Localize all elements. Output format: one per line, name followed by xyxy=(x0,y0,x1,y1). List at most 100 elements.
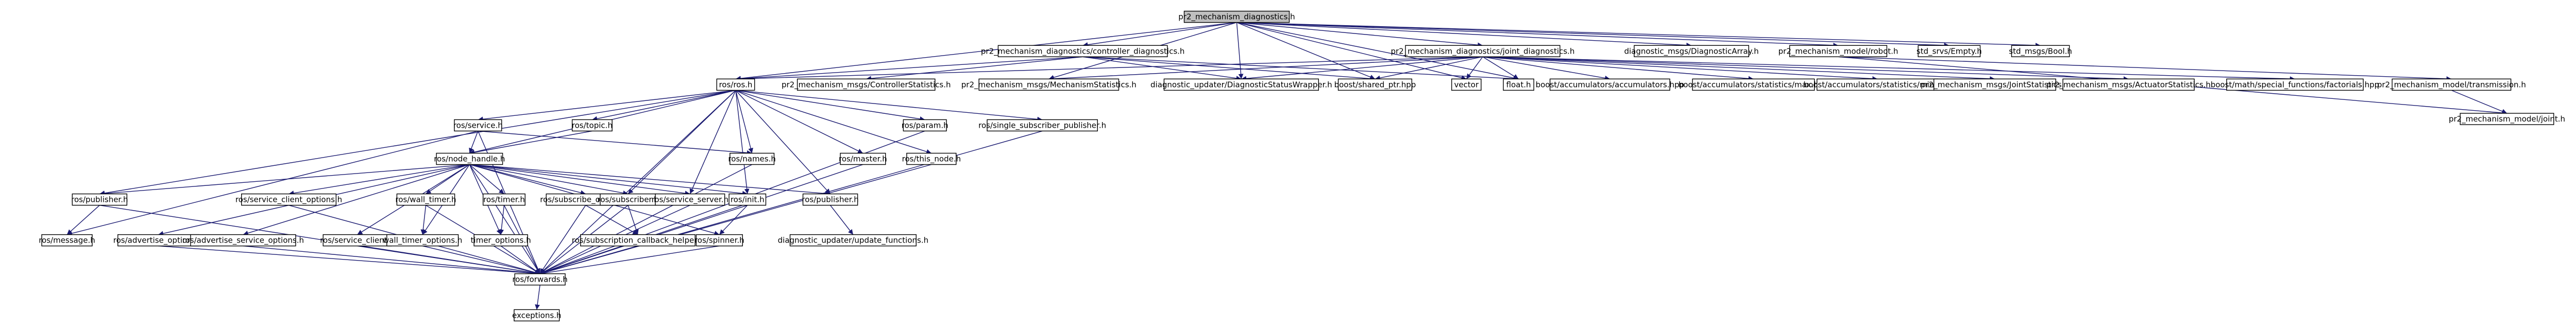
include-edge-root-to-vector xyxy=(1236,22,1467,80)
include-edge-node_handle-to-publisher_l xyxy=(99,164,470,196)
graph-node-wall-timer[interactable]: ros/wall_timer.h xyxy=(395,193,456,206)
graph-node-init-h[interactable]: ros/init.h xyxy=(728,193,767,206)
node-box xyxy=(802,193,858,206)
node-label: exceptions.h xyxy=(512,311,561,320)
node-label: ros/topic.h xyxy=(572,121,613,130)
include-edge-forwards_h-to-exceptions_h xyxy=(535,285,540,310)
graph-node-this-node[interactable]: ros/this_node.h xyxy=(902,152,961,165)
graph-node-names-h[interactable]: ros/names.h xyxy=(728,152,776,165)
graph-node-acc-min[interactable]: boost/accumulators/statistics/min.hpp xyxy=(1804,78,1952,91)
graph-node-service-client-opts[interactable]: ros/service_client_options.h xyxy=(235,193,342,206)
node-label: ros/spinner.h xyxy=(694,236,744,245)
include-edge-joint_diag-to-joint_stats xyxy=(1482,56,1995,81)
graph-node-acc-max[interactable]: boost/accumulators/statistics/max.hpp xyxy=(1679,78,1828,91)
graph-node-sub-callback-helper[interactable]: ros/subscription_callback_helper.h xyxy=(572,234,704,247)
graph-node-service-h[interactable]: ros/service.h xyxy=(453,119,503,132)
include-edge-joint_diag-to-acc_min xyxy=(1482,56,1878,81)
node-label: pr2_mechanism_msgs/ControllerStatistics.… xyxy=(782,80,951,90)
graph-node-ctrl-stats[interactable]: pr2_mechanism_msgs/ControllerStatistics.… xyxy=(782,78,951,91)
include-edge-ros_h-to-topic_h xyxy=(592,90,736,122)
include-edge-ros_h-to-publisher_l xyxy=(99,90,736,196)
graph-node-advertise-service-opts[interactable]: ros/advertise_service_options.h xyxy=(182,234,304,247)
node-box xyxy=(2226,78,2364,91)
graph-node-bool-h[interactable]: std_msgs/Bool.h xyxy=(2009,45,2072,57)
graph-node-param-h[interactable]: ros/param.h xyxy=(902,119,948,132)
graph-node-joint-h[interactable]: pr2_mechanism_model/joint.h xyxy=(2449,113,2565,125)
node-box xyxy=(190,234,296,247)
graph-node-service-server[interactable]: ros/service_server.h xyxy=(652,193,729,206)
include-edge-timer_h-to-timer_opts xyxy=(499,205,505,235)
node-box xyxy=(1789,45,1888,57)
node-box xyxy=(978,78,1120,91)
node-label: ros/this_node.h xyxy=(902,154,961,164)
include-edge-joint_diag-to-shared_ptr xyxy=(1375,56,1483,81)
graph-node-service-client[interactable]: ros/service_client.h xyxy=(320,234,395,247)
graph-node-node-handle[interactable]: ros/node_handle.h xyxy=(434,152,505,165)
include-edge-ros_h-to-this_node xyxy=(735,90,932,154)
include-edge-root-to-bool_h xyxy=(1236,22,2041,48)
include-edge-joint_diag-to-acc_max xyxy=(1482,56,1754,81)
graph-node-acc-accumulators[interactable]: boost/accumulators/accumulators.hpp xyxy=(1536,78,1684,91)
graph-node-single-sub-pub[interactable]: ros/single_subscriber_publisher.h xyxy=(978,119,1106,132)
graph-node-shared-ptr[interactable]: boost/shared_ptr.hpp xyxy=(1334,78,1416,91)
node-box xyxy=(571,119,613,132)
graph-node-master-h[interactable]: ros/master.h xyxy=(839,152,887,165)
include-edge-robot_h-to-transmission_h xyxy=(1838,56,2452,81)
include-edge-spinner_h-to-forwards_h xyxy=(539,245,720,276)
include-edge-subscribe_opts-to-forwards_h xyxy=(539,205,586,274)
include-edge-ros_h-to-single_sub_pub xyxy=(735,90,1043,122)
include-edge-ctrl_diag-to-ctrl_stats xyxy=(866,56,1083,81)
graph-node-joint-diag[interactable]: pr2_mechanism_diagnostics/joint_diagnost… xyxy=(1391,45,1574,57)
include-edge-ros_h-to-service_server xyxy=(689,90,736,194)
node-box xyxy=(655,193,725,206)
graph-node-publisher-r[interactable]: ros/publisher.h xyxy=(802,193,859,206)
graph-node-diag-array[interactable]: diagnostic_msgs/DiagnosticArray.h xyxy=(1624,45,1759,57)
include-edge-node_handle-to-subscriber_h xyxy=(469,164,629,196)
graph-node-exceptions-h[interactable]: exceptions.h xyxy=(512,309,561,321)
graph-node-actuator-stats[interactable]: pr2_mechanism_msgs/ActuatorStatistics.h xyxy=(2046,78,2211,91)
graph-node-wall-timer-opts[interactable]: wall_timer_options.h xyxy=(383,234,462,247)
graph-node-spinner-h[interactable]: ros/spinner.h xyxy=(694,234,744,247)
node-box xyxy=(696,234,743,247)
graph-node-publisher-l[interactable]: ros/publisher.h xyxy=(71,193,128,206)
node-box xyxy=(987,119,1098,132)
graph-node-empty-h[interactable]: std_srvs/Empty.h xyxy=(1917,45,1982,57)
node-label: ros/names.h xyxy=(728,154,776,164)
graph-node-joint-stats[interactable]: pr2_mechanism_msgs/JointStatistics.h xyxy=(1921,78,2069,91)
node-box xyxy=(796,78,936,91)
graph-node-mech-stats[interactable]: pr2_mechanism_msgs/MechanismStatistics.h xyxy=(961,78,1137,91)
node-label: boost/accumulators/statistics/min.hpp xyxy=(1804,80,1952,89)
graph-node-factorials[interactable]: boost/math/special_functions/factorials.… xyxy=(2211,78,2379,91)
graph-node-vector[interactable]: vector xyxy=(1451,78,1482,91)
include-edge-joint_diag-to-ros_h xyxy=(735,56,1483,81)
graph-node-robot-h[interactable]: pr2_mechanism_model/robot.h xyxy=(1778,45,1899,57)
graph-node-subscriber-h[interactable]: ros/subscriber.h xyxy=(598,193,659,206)
node-label: pr2_mechanism_msgs/MechanismStatistics.h xyxy=(961,80,1137,90)
node-label: wall_timer_options.h xyxy=(383,236,462,246)
include-edge-ros_h-to-param_h xyxy=(735,90,925,122)
node-box xyxy=(1405,45,1561,57)
graph-node-forwards-h[interactable]: ros/forwards.h xyxy=(512,273,568,286)
graph-node-timer-opts[interactable]: timer_options.h xyxy=(471,234,531,247)
graph-node-timer-h[interactable]: ros/timer.h xyxy=(482,193,526,206)
node-label: boost/accumulators/statistics/max.hpp xyxy=(1679,80,1828,89)
include-edge-sub_callback_helper-to-forwards_h xyxy=(539,245,638,275)
graph-node-diag-status-wrapper[interactable]: diagnostic_updater/DiagnosticStatusWrapp… xyxy=(1150,78,1332,91)
node-label: float.h xyxy=(1506,80,1531,89)
node-box xyxy=(1163,78,1319,91)
graph-node-transmission-h[interactable]: pr2_mechanism_model/transmission.h xyxy=(2377,78,2526,91)
include-edge-service_h-to-message_h xyxy=(66,130,478,236)
graph-node-float-h[interactable]: float.h xyxy=(1503,78,1534,91)
node-label: ros/service_server.h xyxy=(652,195,729,205)
include-edge-publisher_l-to-message_h xyxy=(66,205,100,235)
node-box xyxy=(482,193,526,206)
graph-node-ros-h[interactable]: ros/ros.h xyxy=(716,78,755,91)
graph-node-advertise-opts[interactable]: ros/advertise_options.h xyxy=(113,234,204,247)
graph-node-ctrl-diag[interactable]: pr2_mechanism_diagnostics/controller_dia… xyxy=(981,45,1185,57)
graph-node-topic-h[interactable]: ros/topic.h xyxy=(571,119,613,132)
graph-node-update-functions[interactable]: diagnostic_updater/update_functions.h xyxy=(778,234,929,247)
graph-node-message-h[interactable]: ros/message.h xyxy=(39,234,95,247)
node-box xyxy=(840,152,886,165)
include-edge-node_handle-to-subscribe_opts xyxy=(469,164,586,195)
